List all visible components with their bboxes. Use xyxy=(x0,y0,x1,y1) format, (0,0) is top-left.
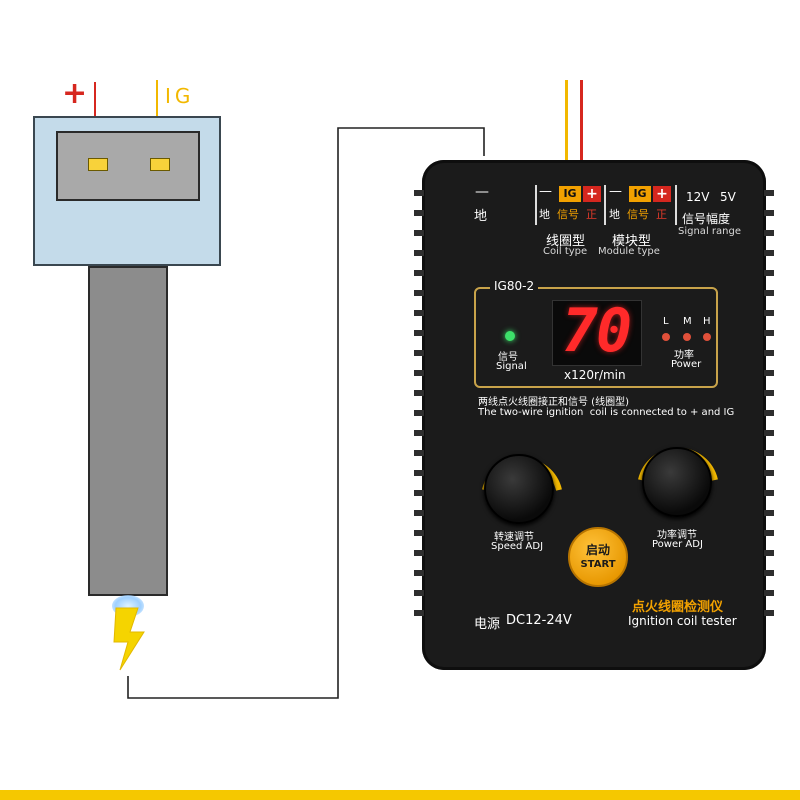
rpm-display-unit: x120r/min xyxy=(564,368,626,382)
coil-positive-cn: 正 xyxy=(586,208,597,221)
spark-icon xyxy=(113,607,145,671)
ig-label: IG xyxy=(165,84,195,108)
ig-pin xyxy=(150,158,170,171)
start-button-en: START xyxy=(580,559,616,570)
module-plus-tag: + xyxy=(653,186,671,202)
module-minus: — xyxy=(609,184,622,199)
power-level-m: M xyxy=(683,316,692,327)
model-label: IG80-2 xyxy=(490,279,539,293)
power-supply-cn: 电源 xyxy=(474,617,501,632)
module-positive-cn: 正 xyxy=(656,208,667,221)
plus-label: + xyxy=(62,76,88,111)
power-led-l xyxy=(662,333,670,341)
bottom-stripe xyxy=(0,790,800,800)
coil-type-en: Coil type xyxy=(543,246,588,257)
ground-symbol: — xyxy=(475,184,489,200)
module-signal-cn: 信号 xyxy=(627,208,649,221)
module-type-en: Module type xyxy=(598,246,660,257)
coil-group-bracket-right xyxy=(604,185,606,225)
start-button[interactable]: 启动 START xyxy=(568,527,628,587)
power-level-h: H xyxy=(703,316,711,327)
signal-label-en: Signal xyxy=(496,361,527,372)
power-led-h xyxy=(703,333,711,341)
power-supply-value: DC12-24V xyxy=(506,613,572,628)
module-type-terminal-group: — IG + 地 信号 正 xyxy=(607,184,679,221)
signal-range-cn: 信号幅度 xyxy=(682,212,731,226)
coil-ground-cn: 地 xyxy=(539,208,550,221)
start-button-cn: 启动 xyxy=(585,543,610,557)
power-label-cn: 功率 xyxy=(674,350,694,361)
coil-plus-tag: + xyxy=(583,186,601,202)
rpm-display xyxy=(552,300,642,366)
power-level-l: L xyxy=(663,316,669,327)
power-knob[interactable] xyxy=(642,447,712,517)
ground-label: 地 xyxy=(474,209,488,224)
product-name-en: Ignition coil tester xyxy=(628,614,737,628)
coil-group-bracket xyxy=(535,185,537,225)
signal-range-5v: 5V xyxy=(720,190,736,204)
speed-knob-label-en: Speed ADJ xyxy=(491,541,544,552)
power-knob-label-cn: 功率调节 xyxy=(657,530,697,541)
product-name-cn: 点火线圈检测仪 xyxy=(632,600,724,615)
coil-type-terminal-group: — IG + 地 信号 正 xyxy=(537,184,609,221)
power-led-m xyxy=(683,333,691,341)
coil-minus: — xyxy=(539,184,552,199)
plus-pin xyxy=(88,158,108,171)
coil-type-cn: 线圈型 xyxy=(546,234,586,249)
device-red-wire xyxy=(580,80,583,162)
display-panel xyxy=(474,287,718,388)
module-ig-tag: IG xyxy=(629,186,651,202)
speed-knob-label-cn: 转速调节 xyxy=(494,532,534,543)
module-ground-cn: 地 xyxy=(609,208,620,221)
coil-signal-cn: 信号 xyxy=(557,208,579,221)
instruction-cn: 两线点火线圈接正和信号 (线圈型) xyxy=(478,397,629,408)
signal-label-cn: 信号 xyxy=(498,352,518,363)
ignition-coil-body xyxy=(88,266,168,596)
speed-knob[interactable] xyxy=(484,454,554,524)
module-group-bracket-right xyxy=(675,185,677,225)
connector-socket xyxy=(56,131,200,201)
module-type-cn: 模块型 xyxy=(612,234,652,249)
rpm-display-value: 70 xyxy=(561,296,632,366)
device-yellow-wire xyxy=(565,80,568,162)
signal-range-en: Signal range xyxy=(678,226,741,237)
instruction-en: The two-wire ignition coil is connected … xyxy=(478,407,735,418)
power-knob-label-en: Power ADJ xyxy=(652,539,703,550)
coil-ig-tag: IG xyxy=(559,186,581,202)
power-label-en: Power xyxy=(671,359,702,370)
signal-range-12v: 12V xyxy=(686,190,710,204)
signal-led xyxy=(505,331,515,341)
device-grip-ridges xyxy=(414,190,774,616)
